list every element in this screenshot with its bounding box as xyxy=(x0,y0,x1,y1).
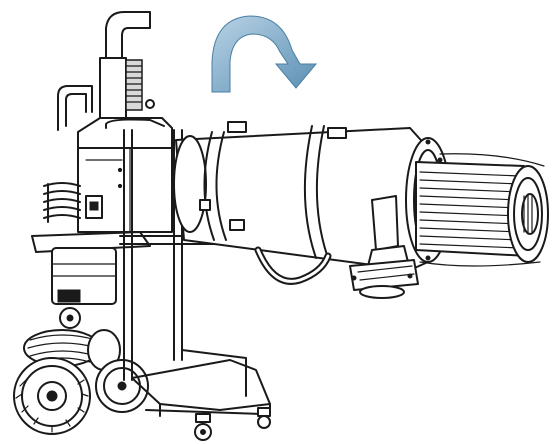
caster-wheel-right xyxy=(257,407,271,429)
rotation-arrow-icon xyxy=(211,15,318,93)
cartridge-filter xyxy=(415,153,549,267)
drum-cylinder xyxy=(173,121,429,271)
motor-unit xyxy=(31,231,151,329)
caster-wheel-left xyxy=(194,413,212,441)
outlet-nozzle xyxy=(349,195,419,299)
large-wheel-rear xyxy=(95,359,149,413)
blower-fan xyxy=(23,329,121,371)
flexible-hose xyxy=(254,246,332,285)
coil-heater xyxy=(43,182,81,223)
push-handle xyxy=(57,85,93,131)
exhaust-pipe xyxy=(99,11,155,119)
large-wheel-front xyxy=(13,357,91,435)
